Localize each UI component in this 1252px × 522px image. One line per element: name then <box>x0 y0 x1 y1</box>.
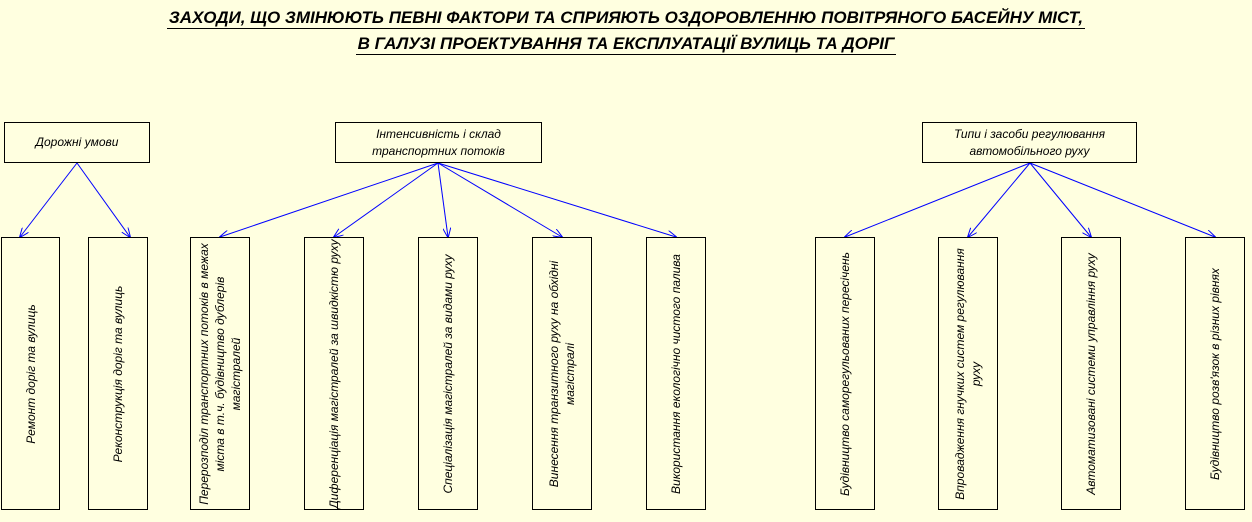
measure-multilevel-interchanges: Будівництво розв'язок в різних рівнях <box>1185 237 1245 510</box>
measure-label: Перерозподіл транспортних потоків в межа… <box>197 242 243 505</box>
category-label: Інтенсивність і склад транспортних поток… <box>372 126 505 158</box>
connector-arrow <box>968 162 1031 237</box>
measure-label: Диференціація магістралей за швидкістю р… <box>327 238 341 509</box>
connector-arrow <box>1029 162 1091 237</box>
measure-label: Ремонт доріг та вулиць <box>23 303 38 444</box>
category-label: Дорожні умови <box>35 135 119 149</box>
connector-arrow <box>334 162 439 237</box>
measure-label: Впровадження гнучких систем регулювання … <box>953 247 983 500</box>
measure-label: Винесення транзитного руху на обхідні ма… <box>547 260 577 487</box>
category-traffic-regulation: Типи і засоби регулювання автомобільного… <box>922 122 1137 163</box>
measure-label: Використання екологічно чистого палива <box>669 253 683 494</box>
measure-road-repair: Ремонт доріг та вулиць <box>1 237 60 510</box>
connector-arrow <box>437 162 562 237</box>
measure-label: Будівництво саморегульованих пересічень <box>838 251 852 496</box>
measure-traffic-redistribution: Перерозподіл транспортних потоків в межа… <box>190 237 250 510</box>
measure-automated-control: Автоматизовані системи управління руху <box>1061 237 1121 510</box>
connector-arrow <box>1029 162 1215 237</box>
connector-arrow <box>437 162 448 237</box>
measure-clean-fuel: Використання екологічно чистого палива <box>646 237 706 510</box>
measure-label: Будівництво розв'язок в різних рівнях <box>1208 267 1222 480</box>
connector-arrow <box>437 162 676 237</box>
measure-label: Реконструкція доріг та вулиць <box>111 285 125 462</box>
title-line-2: В ГАЛУЗІ ПРОЕКТУВАННЯ ТА ЕКСПЛУАТАЦІЇ ВУ… <box>355 34 897 55</box>
category-label: Типи і засоби регулювання автомобільного… <box>954 126 1105 158</box>
category-traffic-intensity: Інтенсивність і склад транспортних поток… <box>335 122 542 163</box>
measure-mode-specialization: Спеціалізація магістралей за видами руху <box>418 237 478 510</box>
connector-arrow <box>76 162 130 237</box>
connector-arrow <box>20 162 78 237</box>
measure-speed-differentiation: Диференціація магістралей за швидкістю р… <box>304 237 364 510</box>
measure-self-regulating-crossings: Будівництво саморегульованих пересічень <box>815 237 875 510</box>
measure-transit-bypass: Винесення транзитного руху на обхідні ма… <box>532 237 592 510</box>
measure-label: Автоматизовані системи управління руху <box>1084 252 1098 495</box>
measure-road-reconstruction: Реконструкція доріг та вулиць <box>88 237 148 510</box>
measure-label: Спеціалізація магістралей за видами руху <box>441 253 455 494</box>
title-line-1: ЗАХОДИ, ЩО ЗМІНЮЮТЬ ПЕВНІ ФАКТОРИ ТА СПР… <box>166 8 1086 29</box>
measure-flexible-regulation: Впровадження гнучких систем регулювання … <box>938 237 998 510</box>
category-road-conditions: Дорожні умови <box>4 122 150 163</box>
connector-arrow <box>845 162 1031 237</box>
connector-arrow <box>220 162 439 237</box>
